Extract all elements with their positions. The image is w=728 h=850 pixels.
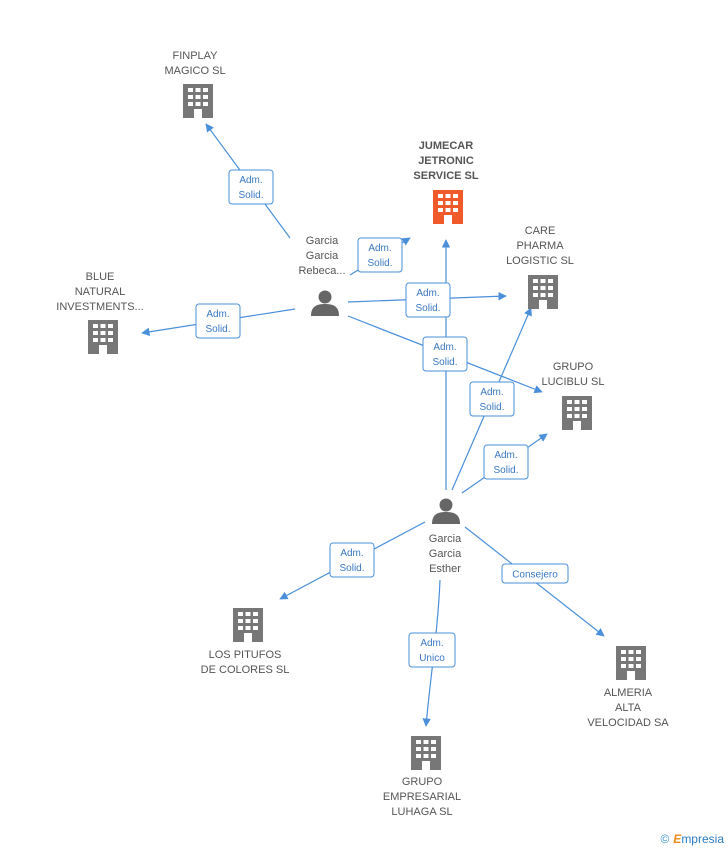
relation-badge-r7[interactable]: Adm. Solid. [483, 444, 529, 480]
building-icon [183, 84, 213, 118]
company-label-line: DE COLORES SL [201, 664, 290, 676]
person-label-line: Garcia [306, 235, 339, 247]
relation-label-line: Adm. [340, 548, 363, 559]
relation-badge-r8[interactable]: Adm. Solid. [329, 542, 375, 578]
relation-label-line: Adm. [420, 638, 443, 649]
company-label-line: ALTA [615, 702, 642, 714]
company-label-line: LOS PITUFOS [209, 649, 282, 661]
relation-label-line: Solid. [432, 357, 457, 368]
relation-label-line: Adm. [494, 450, 517, 461]
building-icon [233, 608, 263, 642]
company-label-line: NATURAL [75, 286, 126, 298]
relation-label-line: Adm. [368, 243, 391, 254]
company-label-line: ALMERIA [604, 687, 653, 699]
company-label-line: CARE [525, 225, 556, 237]
relation-label-line: Adm. [416, 288, 439, 299]
relation-box [228, 169, 274, 205]
relation-label-line: Adm. [433, 342, 456, 353]
relation-label-line: Solid. [479, 402, 504, 413]
building-icon [88, 320, 118, 354]
relation-badge-r1[interactable]: Adm. Solid. [228, 169, 274, 205]
relation-box [422, 336, 468, 372]
relation-badge-r6[interactable]: Adm. Solid. [469, 381, 515, 417]
company-label-line: VELOCIDAD SA [587, 717, 669, 729]
company-label-line: GRUPO [553, 361, 594, 373]
company-label-line: INVESTMENTS... [56, 301, 143, 313]
company-node-care[interactable]: CARE PHARMA LOGISTIC SL [506, 225, 574, 309]
company-label-line: LOGISTIC SL [506, 255, 574, 267]
company-node-finplay[interactable]: FINPLAY MAGICO SL [164, 50, 226, 118]
person-node-rebeca[interactable]: GarciaGarciaRebeca... [298, 235, 346, 316]
company-label-line: JUMECAR [419, 140, 473, 152]
person-icon [311, 290, 339, 316]
relation-label-line: Solid. [238, 190, 263, 201]
edges-layer [141, 123, 605, 727]
brand-footer: ©Empresia [660, 832, 724, 846]
company-node-luciblu[interactable]: GRUPO LUCIBLU SL [542, 361, 605, 430]
relations-layer: Adm. Solid. Adm. Solid. Adm. Solid. Adm. Solid.… [195, 169, 569, 668]
company-node-luhaga[interactable]: GRUPO EMPRESARIAL LUHAGA SL [383, 736, 461, 818]
relation-label-line: Solid. [205, 324, 230, 335]
relation-badge-r2[interactable]: Adm. Solid. [357, 237, 403, 273]
company-node-blue[interactable]: BLUE NATURAL INVESTMENTS... [56, 271, 144, 354]
relation-label-line: Solid. [367, 258, 392, 269]
relation-label-line: Adm. [239, 175, 262, 186]
relation-label-line: Solid. [493, 465, 518, 476]
relation-label-line: Consejero [512, 570, 558, 581]
brand-initial: E [673, 832, 682, 846]
company-node-almeria[interactable]: ALMERIA ALTA VELOCIDAD SA [587, 646, 669, 729]
copyright-symbol: © [660, 832, 670, 846]
company-label-line: LUHAGA SL [391, 806, 452, 818]
person-label-line: Rebeca... [298, 265, 345, 277]
brand-name: mpresia [681, 832, 724, 846]
relation-badge-r3[interactable]: Adm. Solid. [195, 303, 241, 339]
person-label-line: Garcia [306, 250, 339, 262]
relation-badge-r9[interactable]: Consejero [501, 563, 569, 584]
person-label-line: Garcia [429, 533, 462, 545]
person-label-line: Esther [429, 563, 461, 575]
relation-box [357, 237, 403, 273]
relation-box [195, 303, 241, 339]
relation-box [501, 563, 569, 584]
building-icon [562, 396, 592, 430]
relation-box [329, 542, 375, 578]
relation-box [408, 632, 456, 668]
company-label-line: PHARMA [516, 240, 564, 252]
companies-layer: FINPLAY MAGICO SL JUMECAR JETRONIC SERVICE S… [56, 50, 669, 818]
relation-badge-r4[interactable]: Adm. Solid. [405, 282, 451, 318]
person-icon [432, 498, 460, 524]
relation-label-line: Solid. [339, 563, 364, 574]
relation-box [483, 444, 529, 480]
building-icon [411, 736, 441, 770]
company-label-line: LUCIBLU SL [542, 376, 605, 388]
company-label-line: FINPLAY [172, 50, 218, 62]
building-icon [528, 275, 558, 309]
building-icon [433, 190, 463, 224]
relation-label-line: Solid. [415, 303, 440, 314]
relation-box [405, 282, 451, 318]
company-label-line: EMPRESARIAL [383, 791, 461, 803]
relation-badge-r10[interactable]: Adm. Unico [408, 632, 456, 668]
company-label-line: GRUPO [402, 776, 443, 788]
company-label-line: JETRONIC [418, 155, 474, 167]
relation-badge-r5[interactable]: Adm. Solid. [422, 336, 468, 372]
relation-label-line: Adm. [206, 309, 229, 320]
relation-box [469, 381, 515, 417]
person-label-line: Garcia [429, 548, 462, 560]
relation-label-line: Adm. [480, 387, 503, 398]
company-label-line: BLUE [86, 271, 115, 283]
company-label-line: MAGICO SL [164, 65, 225, 77]
company-node-pitufos[interactable]: LOS PITUFOS DE COLORES SL [201, 608, 290, 676]
relation-label-line: Unico [419, 653, 445, 664]
company-label-line: SERVICE SL [413, 170, 478, 182]
company-node-jumecar[interactable]: JUMECAR JETRONIC SERVICE SL [413, 140, 479, 224]
building-icon [616, 646, 646, 680]
